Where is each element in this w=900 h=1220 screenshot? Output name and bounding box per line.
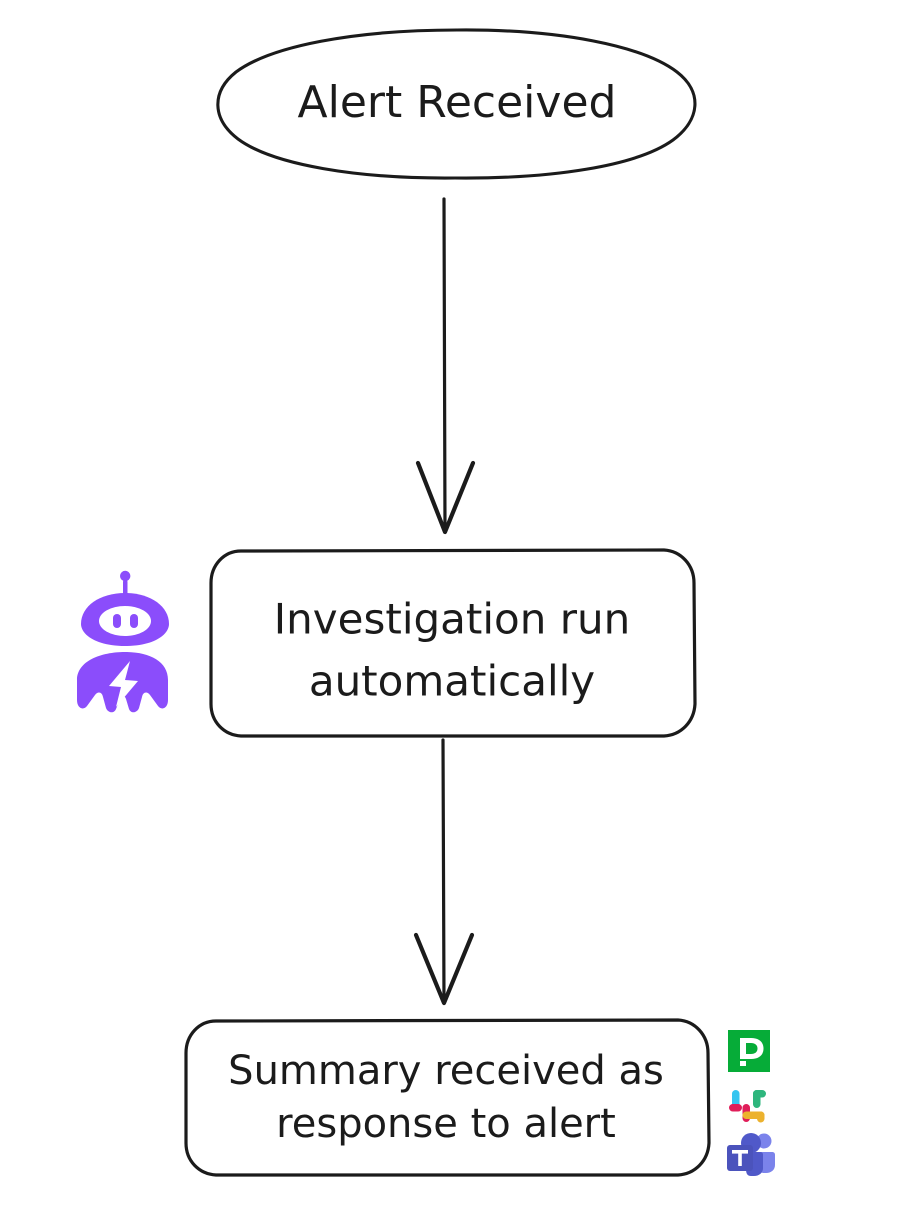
arrowhead-open-v <box>413 932 475 1006</box>
robot-icon <box>77 570 169 713</box>
edge-alert-to-investigation <box>415 197 476 535</box>
node-investigation-run-line-1: Investigation run <box>274 595 630 644</box>
slack-red-hook <box>729 1104 742 1112</box>
robot-eye-right <box>130 614 138 628</box>
teams-icon <box>727 1133 775 1176</box>
node-alert-received-label: Alert Received <box>298 77 617 128</box>
teams-t-stem <box>738 1150 742 1166</box>
rounded-rect-shape <box>209 548 697 738</box>
edge-investigation-to-summary <box>413 738 475 1006</box>
robot-antenna-tip <box>120 570 131 582</box>
node-alert-received[interactable]: Alert Received <box>216 28 697 180</box>
node-summary-received-line-2: response to alert <box>276 1101 616 1147</box>
pagerduty-icon <box>728 1030 770 1072</box>
pagerduty-p-stem <box>740 1061 746 1066</box>
ellipse-shape <box>216 28 697 180</box>
node-summary-received[interactable]: Summary received as response to alert <box>184 1018 711 1177</box>
slack-green-hook <box>753 1090 766 1098</box>
slack-yellow-hook <box>757 1111 765 1123</box>
edge-line <box>442 197 447 533</box>
pagerduty-square <box>728 1030 770 1072</box>
rounded-rect-shape <box>184 1018 711 1177</box>
robot-antenna-stem <box>123 580 128 596</box>
node-summary-received-line-1: Summary received as <box>228 1048 664 1094</box>
robot-faceplate <box>99 606 151 636</box>
robot-lightning-bolt <box>109 661 138 707</box>
node-investigation-run[interactable]: Investigation run automatically <box>209 548 697 738</box>
node-investigation-run-line-2: automatically <box>309 657 595 706</box>
arrowhead-open-v <box>415 460 476 535</box>
pagerduty-p-glyph <box>740 1038 764 1059</box>
robot-eye-left <box>113 614 121 628</box>
slack-icon <box>729 1090 766 1123</box>
edge-line <box>441 738 446 1004</box>
